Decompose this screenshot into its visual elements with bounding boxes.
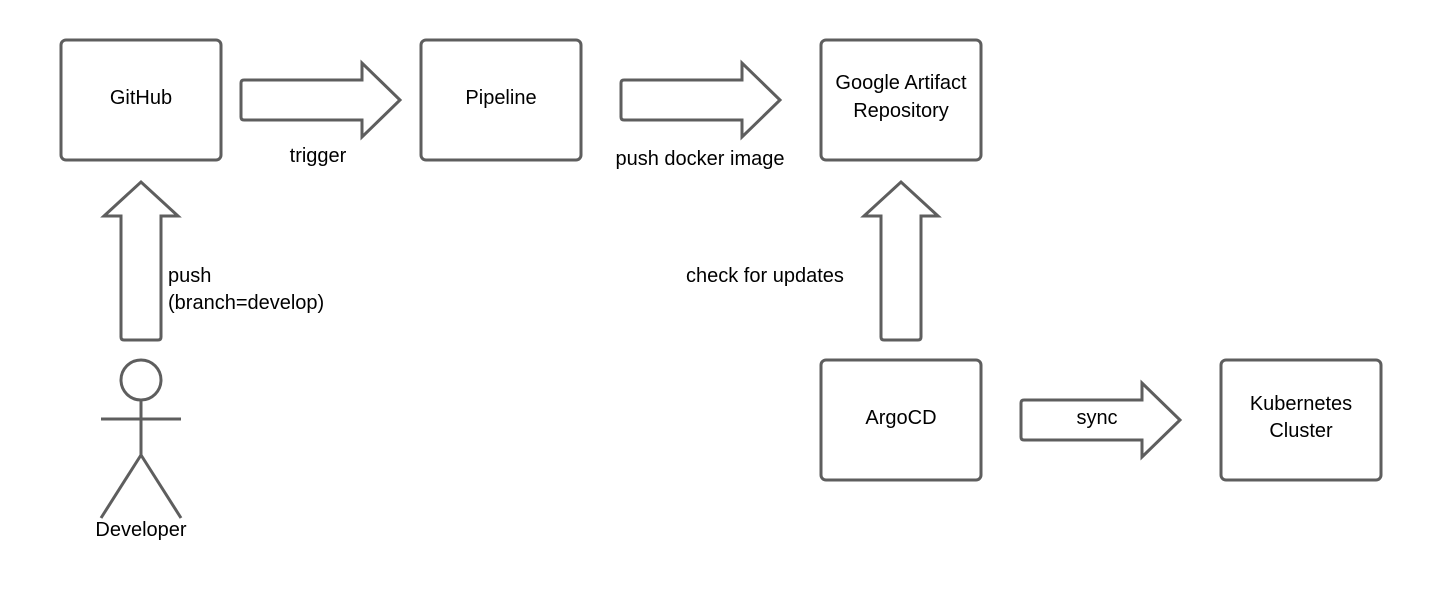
- sync-label: sync: [1076, 407, 1117, 429]
- push-docker-image-label: push docker image: [616, 148, 785, 170]
- edge-sync: sync: [1019, 379, 1183, 461]
- trigger-arrow: [239, 59, 403, 141]
- developer-right-leg: [139, 454, 183, 519]
- github-label: GitHub: [110, 87, 172, 109]
- developer-head: [119, 358, 163, 402]
- node-argocd[interactable]: ArgoCD: [819, 358, 983, 482]
- argocd-box: [819, 358, 983, 482]
- edge-check-for-updates: check for updates: [686, 179, 942, 342]
- push-label-line-1: push: [168, 265, 211, 287]
- push-label-line-2: (branch=develop): [168, 292, 324, 314]
- actor-developer[interactable]: Developer: [95, 358, 187, 541]
- kubernetes-cluster-box: [1219, 358, 1383, 482]
- node-github[interactable]: GitHub: [59, 38, 223, 162]
- edge-push: push (branch=develop): [100, 179, 324, 342]
- sync-arrow: [1019, 379, 1183, 461]
- argocd-label: ArgoCD: [865, 407, 936, 429]
- artifact-repository-label-line-1: Google Artifact: [835, 72, 967, 94]
- artifact-repository-label-line-2: Repository: [853, 100, 949, 122]
- push-docker-image-arrow: [619, 59, 783, 141]
- kubernetes-cluster-label-line-2: Cluster: [1269, 420, 1333, 442]
- check-for-updates-label: check for updates: [686, 265, 844, 287]
- check-for-updates-arrow: [860, 179, 942, 342]
- node-kubernetes-cluster[interactable]: Kubernetes Cluster: [1219, 358, 1383, 482]
- node-pipeline[interactable]: Pipeline: [419, 38, 583, 162]
- edge-push-docker-image: push docker image: [616, 59, 785, 170]
- edge-trigger: trigger: [239, 59, 403, 167]
- node-artifact-repository[interactable]: Google Artifact Repository: [819, 38, 983, 162]
- developer-label: Developer: [95, 519, 187, 541]
- pipeline-label: Pipeline: [465, 87, 536, 109]
- push-arrow: [100, 179, 182, 342]
- artifact-repository-box: [819, 38, 983, 162]
- developer-left-leg: [99, 454, 143, 519]
- kubernetes-cluster-label-line-1: Kubernetes: [1250, 393, 1352, 415]
- pipeline-box: [419, 38, 583, 162]
- trigger-label: trigger: [290, 145, 347, 167]
- github-box: [59, 38, 223, 162]
